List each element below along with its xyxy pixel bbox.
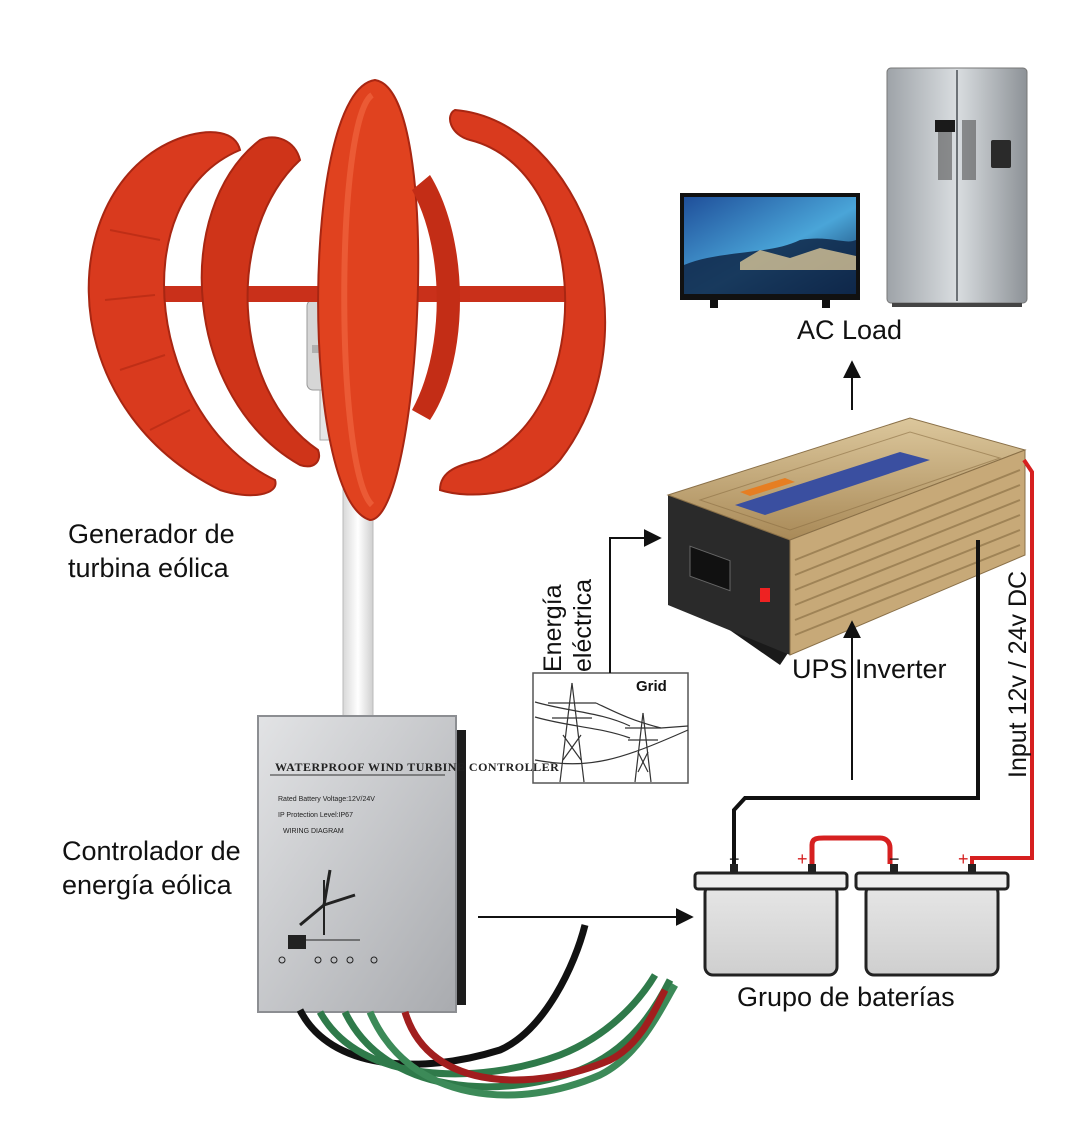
controller-label-line2: energía eólica: [62, 870, 232, 900]
refrigerator-image: [886, 67, 1028, 307]
dc-positive-wire: [970, 458, 1034, 864]
grid-box-image: [532, 672, 689, 784]
controller-box-image: [257, 715, 679, 1099]
input-dc-label: Input 12v / 24v DC: [1004, 570, 1032, 778]
battery-bank-label: Grupo de baterías: [737, 982, 955, 1012]
controller-panel-title: WATERPROOF WIND TURBINE CONTROLLER: [275, 760, 560, 774]
turbine-label-line2: turbina eólica: [68, 553, 229, 583]
battery1-positive-mark: +: [797, 849, 808, 869]
controller-protection-level: IP Protection Level:IP67: [278, 812, 353, 819]
tv-image: [680, 193, 860, 308]
controller-label: Controlador de energía eólica: [62, 834, 241, 902]
controller-rated-voltage: Rated Battery Voltage:12V/24V: [278, 796, 375, 803]
grid-label: Grid: [636, 678, 667, 695]
ups-inverter-image: [666, 417, 1027, 665]
battery1-negative-mark: −: [729, 849, 740, 869]
grid-energy-label-line1: Energía: [539, 584, 567, 672]
turbine-label: Generador de turbina eólica: [68, 517, 235, 585]
controller-label-line1: Controlador de: [62, 836, 241, 866]
wind-turbine-image: [87, 78, 607, 721]
grid-energy-label-line2: eléctrica: [569, 578, 597, 672]
arrow-grid-to-inverter: [609, 529, 662, 673]
battery-bank-image: [693, 835, 1010, 977]
battery2-positive-mark: +: [958, 849, 969, 869]
grid-energy-label: Energía eléctrica: [538, 579, 598, 672]
turbine-label-line1: Generador de: [68, 519, 235, 549]
ac-load-label: AC Load: [797, 315, 903, 345]
ups-inverter-label: UPS Inverter: [792, 654, 947, 684]
controller-wiring-diagram: WIRING DIAGRAM: [283, 828, 344, 835]
dc-negative-wire: [732, 540, 980, 864]
battery2-negative-mark: −: [889, 849, 900, 869]
